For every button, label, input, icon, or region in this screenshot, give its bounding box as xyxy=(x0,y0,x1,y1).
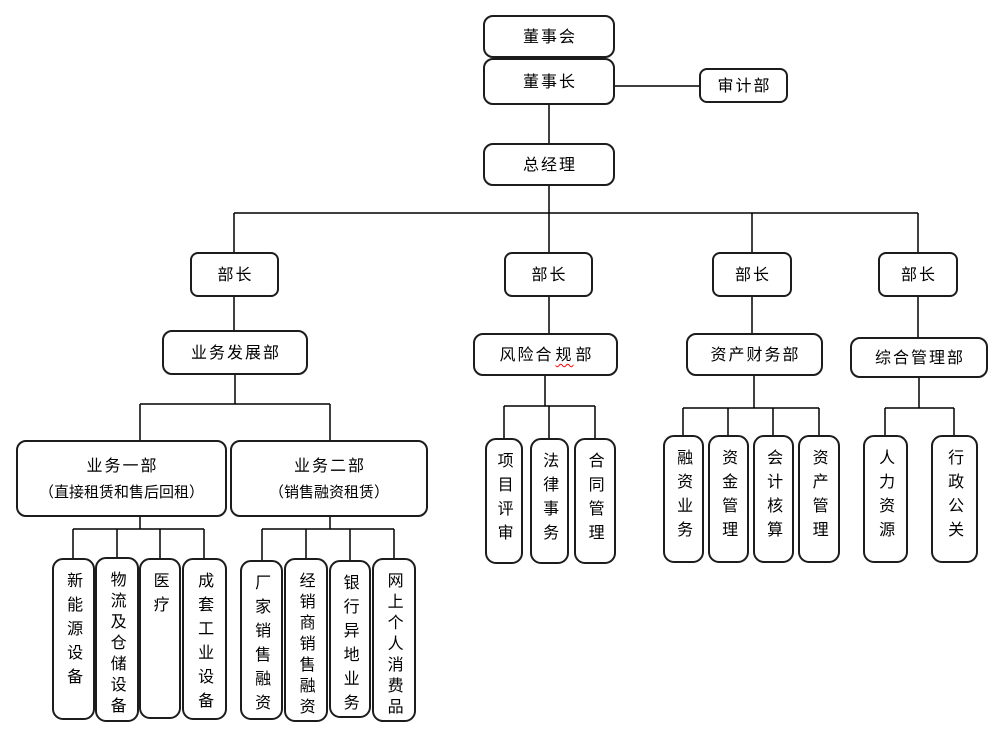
node-manufacturer-sales-financing: 厂家销售融资 xyxy=(240,560,283,720)
new-energy-equipment-label: 新能源设备 xyxy=(64,572,84,692)
node-risk-compliance-dept: 风险合规部 xyxy=(473,333,618,376)
medical-label: 医疗 xyxy=(150,572,170,620)
node-general-manager: 总经理 xyxy=(483,143,615,186)
node-board-of-directors: 董事会 xyxy=(483,15,615,58)
admin-public-relations-label: 行政公关 xyxy=(945,449,965,545)
node-asset-finance-dept: 资产财务部 xyxy=(686,333,823,376)
node-industrial-equipment-sets: 成套工业设备 xyxy=(182,558,227,720)
node-minister-general: 部长 xyxy=(878,252,958,297)
node-minister-business: 部长 xyxy=(190,252,279,297)
node-accounting: 会计核算 xyxy=(753,435,794,563)
node-medical: 医疗 xyxy=(139,558,181,719)
business-division-1-subtitle: （直接租赁和售后回租） xyxy=(38,483,204,502)
business-division-1-title: 业务一部 xyxy=(86,455,159,475)
business-division-2-subtitle: （销售融资租赁） xyxy=(268,483,389,502)
accounting-label: 会计核算 xyxy=(764,449,784,545)
node-admin-public-relations: 行政公关 xyxy=(931,435,978,563)
node-minister-finance: 部长 xyxy=(712,252,792,297)
node-online-personal-consumer-goods: 网上个人消费品 xyxy=(372,558,416,722)
bank-remote-business-label: 银行异地业务 xyxy=(340,574,360,718)
asset-management-label: 资产管理 xyxy=(809,449,829,545)
node-general-management-dept: 综合管理部 xyxy=(850,337,988,378)
node-asset-management: 资产管理 xyxy=(798,435,840,563)
node-financing-business: 融资业务 xyxy=(663,435,704,563)
manufacturer-sales-financing-label: 厂家销售融资 xyxy=(252,574,272,718)
fund-management-label: 资金管理 xyxy=(719,449,739,545)
node-contract-management: 合同管理 xyxy=(574,438,616,564)
node-minister-risk: 部长 xyxy=(504,252,593,297)
contract-management-label: 合同管理 xyxy=(585,452,605,548)
node-new-energy-equipment: 新能源设备 xyxy=(52,558,95,720)
risk-dept-label-spellchecked: 规 xyxy=(555,344,574,364)
node-bank-remote-business: 银行异地业务 xyxy=(329,560,371,718)
industrial-equipment-sets-label: 成套工业设备 xyxy=(195,572,215,716)
legal-affairs-label: 法律事务 xyxy=(540,452,560,548)
business-division-2-title: 业务二部 xyxy=(293,455,366,475)
node-business-development-dept: 业务发展部 xyxy=(162,330,308,375)
human-resources-label: 人力资源 xyxy=(876,449,896,545)
node-logistics-warehouse-equipment: 物流及仓储设备 xyxy=(95,557,139,722)
risk-dept-label-post: 部 xyxy=(575,344,594,364)
dealer-sales-financing-label: 经销商销售融资 xyxy=(296,572,316,719)
node-human-resources: 人力资源 xyxy=(863,435,908,563)
node-business-division-1: 业务一部 （直接租赁和售后回租） xyxy=(16,440,227,517)
node-audit-dept: 审计部 xyxy=(699,68,788,103)
node-project-review: 项目评审 xyxy=(485,438,523,564)
node-dealer-sales-financing: 经销商销售融资 xyxy=(284,558,328,722)
financing-business-label: 融资业务 xyxy=(674,449,694,545)
logistics-warehouse-equipment-label: 物流及仓储设备 xyxy=(107,571,127,718)
risk-dept-label-pre: 风险合 xyxy=(499,344,554,364)
node-legal-affairs: 法律事务 xyxy=(530,438,569,564)
online-personal-consumer-goods-label: 网上个人消费品 xyxy=(384,572,404,719)
node-business-division-2: 业务二部 （销售融资租赁） xyxy=(230,440,428,517)
node-chairman: 董事长 xyxy=(483,58,615,105)
node-fund-management: 资金管理 xyxy=(708,435,749,563)
project-review-label: 项目评审 xyxy=(494,452,514,548)
